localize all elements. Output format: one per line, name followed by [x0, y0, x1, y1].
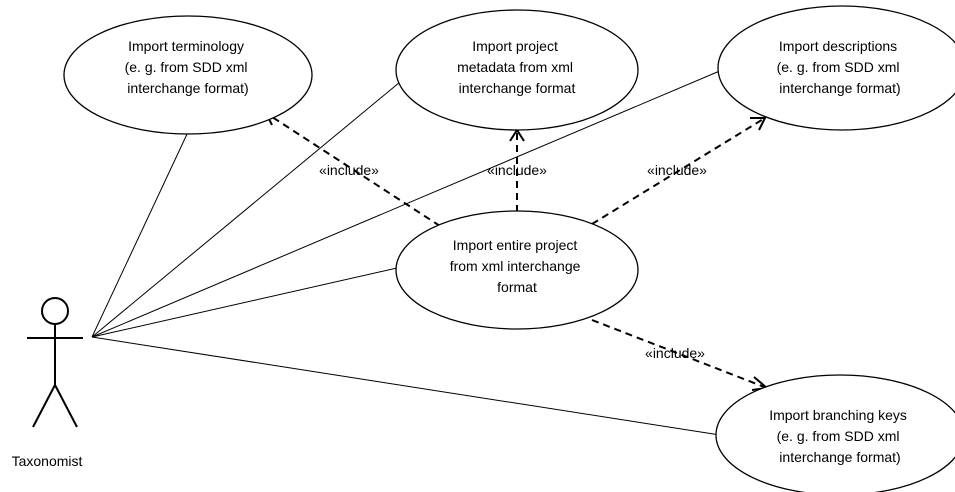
use-case-label: Import branching keys (e. g. from SDD xm… — [769, 407, 911, 465]
include-labels: «include» «include» «include» «include» — [319, 162, 707, 361]
include-line-descriptions — [591, 117, 766, 225]
use-case-label: Import descriptions (e. g. from SDD xml … — [777, 38, 904, 96]
use-case-ellipse — [717, 5, 955, 131]
label-line: interchange format) — [127, 80, 248, 96]
use-case-import-project-metadata[interactable]: Import project metadata from xml interch… — [395, 9, 639, 131]
use-case-label: Import terminology (e. g. from SDD xml i… — [125, 38, 252, 96]
use-case-import-descriptions[interactable]: Import descriptions (e. g. from SDD xml … — [717, 5, 955, 131]
label-line: Import project — [472, 38, 558, 54]
use-case-label: Import entire project from xml interchan… — [450, 237, 585, 295]
label-line: interchange format — [459, 80, 576, 96]
include-line-branching-keys — [591, 319, 768, 389]
label-line: interchange format) — [779, 80, 900, 96]
actor-head — [41, 297, 69, 325]
label-line: Import entire project — [453, 237, 578, 253]
label-line: Import descriptions — [779, 38, 897, 54]
association-branching-keys — [91, 336, 721, 436]
label-line: Import terminology — [128, 38, 244, 54]
include-line-terminology — [265, 112, 441, 227]
actor-taxonomist[interactable]: Taxonomist — [12, 297, 83, 469]
use-case-import-terminology[interactable]: Import terminology (e. g. from SDD xml i… — [63, 15, 313, 135]
use-case-ellipse — [395, 210, 639, 330]
label-line: metadata from xml — [457, 59, 573, 75]
association-metadata — [91, 81, 401, 338]
use-case-ellipse — [395, 9, 639, 131]
use-case-ellipse — [715, 374, 955, 492]
label-line: (e. g. from SDD xml — [777, 59, 900, 75]
label-line: interchange format) — [779, 449, 900, 465]
label-line: Import branching keys — [769, 407, 907, 423]
label-line: (e. g. from SDD xml — [777, 428, 900, 444]
include-label-terminology: «include» — [319, 162, 379, 178]
include-arrow-descriptions — [750, 117, 767, 131]
include-label-descriptions: «include» — [647, 162, 707, 178]
include-label-metadata: «include» — [487, 162, 547, 178]
association-terminology — [91, 131, 189, 338]
association-entire-project — [91, 267, 398, 338]
include-label-branching-keys: «include» — [645, 345, 705, 361]
actor-name: Taxonomist — [12, 453, 83, 469]
use-case-import-branching-keys[interactable]: Import branching keys (e. g. from SDD xm… — [715, 374, 955, 492]
use-case-ellipse — [63, 15, 313, 135]
label-line: (e. g. from SDD xml — [125, 59, 248, 75]
label-line: from xml interchange — [450, 258, 581, 274]
use-case-import-entire-project[interactable]: Import entire project from xml interchan… — [395, 210, 639, 330]
actor-right-leg — [54, 384, 78, 428]
label-line: format — [497, 279, 537, 295]
use-case-label: Import project metadata from xml interch… — [457, 38, 577, 96]
actor-left-leg — [32, 384, 56, 428]
